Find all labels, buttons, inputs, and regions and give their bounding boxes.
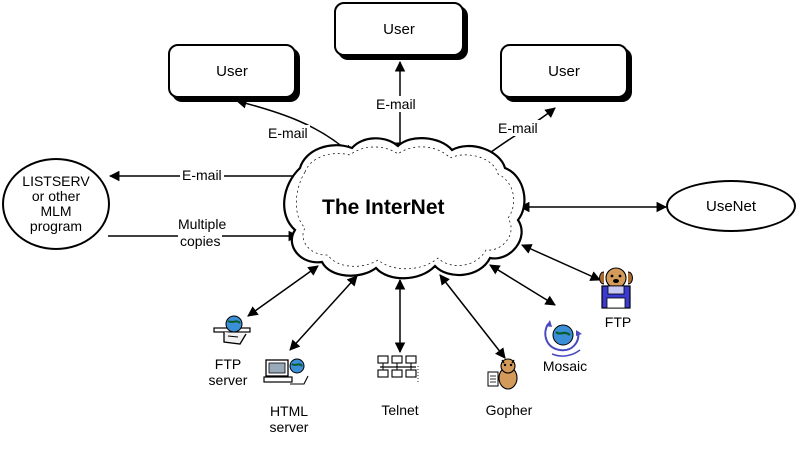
listserv-line: program: [29, 218, 83, 234]
mosaic-globe-icon: [544, 320, 582, 357]
telnet-label: Telnet: [368, 402, 432, 418]
edge-ftp-server: [247, 265, 319, 317]
user-label: User: [548, 62, 580, 80]
dog-with-disk-icon: [599, 267, 633, 309]
listserv-line: MLM: [40, 203, 72, 219]
edge-mosaic: [489, 264, 556, 306]
ftp-server-label: FTP server: [200, 356, 256, 388]
edge-label-email-left-user: E-mail: [266, 125, 310, 141]
ftp-line: FTP: [604, 314, 632, 330]
network-terminals-icon: [377, 355, 419, 382]
mosaic-line: Mosaic: [542, 358, 588, 374]
listserv-node: LISTSERV or other MLM program: [2, 158, 110, 250]
user-box-top: User: [334, 2, 464, 56]
telnet-line: Telnet: [381, 402, 419, 418]
edge-label-email-top: E-mail: [374, 96, 418, 112]
user-box-right: User: [500, 44, 628, 98]
edge-gopher: [439, 274, 506, 359]
listserv-line: or other: [31, 188, 81, 204]
mosaic-label: Mosaic: [532, 358, 598, 374]
usenet-node: UseNet: [666, 180, 796, 232]
computer-globe-icon: [263, 358, 309, 385]
html-server-line: server: [269, 419, 309, 435]
gopher-line: Gopher: [485, 402, 533, 418]
user-label: User: [383, 20, 415, 38]
usenet-label: UseNet: [705, 197, 757, 215]
gopher-icon: [487, 358, 518, 390]
edge-label-copies: copies: [178, 233, 223, 249]
user-box-left: User: [168, 44, 296, 98]
html-server-line: HTML: [269, 403, 309, 419]
gopher-label: Gopher: [474, 402, 544, 418]
edge-label-multiple: Multiple: [176, 216, 229, 232]
edge-label-email-listserv: E-mail: [180, 167, 224, 183]
internet-title: The InterNet: [322, 196, 445, 219]
edge-html-server: [289, 275, 358, 351]
ftp-server-line: FTP: [214, 356, 242, 372]
edge-label-email-right-user: E-mail: [496, 120, 540, 136]
html-server-label: HTML server: [258, 403, 320, 435]
edge-ftp: [521, 244, 601, 281]
internet-cloud: [283, 137, 526, 280]
globe-on-hand-icon: [213, 315, 251, 345]
user-label: User: [216, 62, 248, 80]
listserv-line: LISTSERV: [22, 173, 90, 189]
ftp-label: FTP: [598, 314, 638, 330]
ftp-server-line: server: [208, 372, 248, 388]
